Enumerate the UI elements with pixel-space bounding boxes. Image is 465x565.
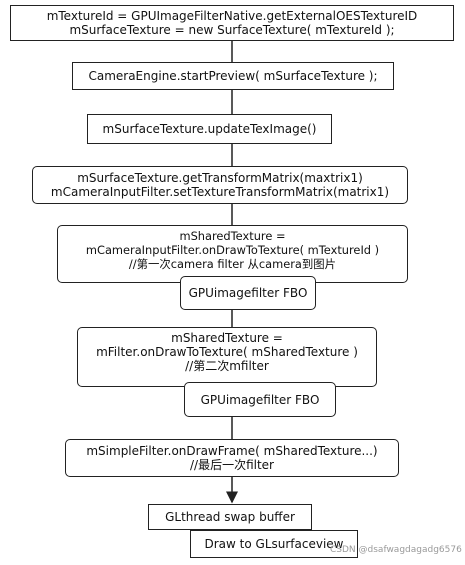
box-line: mCameraInputFilter.onDrawToTexture( mTex… (85, 243, 380, 257)
box-line: mSimpleFilter.onDrawFrame( mSharedTextur… (86, 444, 378, 458)
start-preview-box: CameraEngine.startPreview( mSurfaceTextu… (72, 62, 394, 90)
box-line: //第一次camera filter 从camera到图片 (128, 257, 337, 271)
box-line: mSharedTexture = (179, 229, 286, 243)
box-line: mTextureId = GPUImageFilterNative.getExt… (46, 9, 418, 23)
gpuimagefilter-fbo-box-2: GPUimagefilter FBO (184, 382, 336, 417)
box-line: mSurfaceTexture.getTransformMatrix(maxtr… (77, 171, 363, 185)
box-line: mSurfaceTexture.updateTexImage() (102, 122, 317, 136)
transform-matrix-box: mSurfaceTexture.getTransformMatrix(maxtr… (32, 166, 408, 204)
draw-glsurfaceview-box: Draw to GLsurfaceview (190, 530, 358, 558)
box-line: GPUimagefilter FBO (200, 392, 320, 407)
gpuimagefilter-fbo-box-1: GPUimagefilter FBO (180, 276, 316, 310)
box-line: Draw to GLsurfaceview (204, 537, 344, 551)
box-line: mCameraInputFilter.setTextureTransformMa… (50, 185, 390, 199)
camera-input-filter-box: mSharedTexture = mCameraInputFilter.onDr… (57, 225, 408, 283)
box-line: //最后一次filter (189, 458, 274, 472)
box-line: mFilter.onDrawToTexture( mSharedTexture … (96, 345, 358, 359)
box-line: mSurfaceTexture = new SurfaceTexture( mT… (69, 23, 395, 37)
update-teximage-box: mSurfaceTexture.updateTexImage() (87, 114, 332, 144)
texture-init-box: mTextureId = GPUImageFilterNative.getExt… (10, 5, 454, 41)
mfilter-box: mSharedTexture = mFilter.onDrawToTexture… (77, 327, 377, 387)
box-line: GPUimagefilter FBO (188, 286, 308, 300)
box-line: GLthread swap buffer (165, 510, 295, 524)
simple-filter-box: mSimpleFilter.onDrawFrame( mSharedTextur… (65, 439, 399, 477)
box-line: mSharedTexture = (171, 331, 283, 345)
watermark: CSDN @dsafwagdagadg6576 (330, 545, 462, 555)
box-line: //第二次mfilter (185, 359, 269, 373)
swap-buffer-box: GLthread swap buffer (148, 504, 312, 530)
box-line: CameraEngine.startPreview( mSurfaceTextu… (88, 69, 378, 83)
